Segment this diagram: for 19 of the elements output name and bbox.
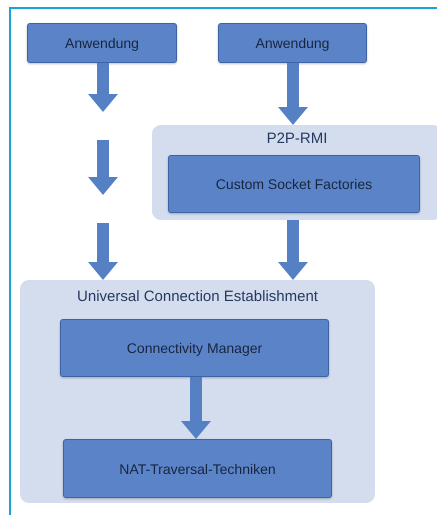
group-title: Universal Connection Establishment	[76, 288, 319, 305]
box-label: Custom Socket Factories	[216, 176, 372, 192]
process-box	[218, 23, 367, 63]
box-label: Anwendung	[65, 35, 139, 51]
block-arrow	[278, 63, 308, 125]
group-title: P2P-RMI	[266, 130, 328, 147]
box-label: Anwendung	[256, 35, 330, 51]
process-box	[60, 319, 329, 377]
process-box	[27, 23, 177, 63]
block-arrow	[88, 63, 118, 112]
block-arrow	[278, 220, 308, 280]
group-panel	[152, 125, 437, 220]
process-box	[168, 155, 420, 213]
group-panel	[20, 280, 375, 503]
box-label: Connectivity Manager	[126, 340, 262, 356]
block-arrow	[181, 377, 211, 439]
block-arrow	[88, 223, 118, 280]
box-label: NAT-Traversal-Techniken	[119, 460, 276, 476]
process-box	[63, 439, 332, 498]
